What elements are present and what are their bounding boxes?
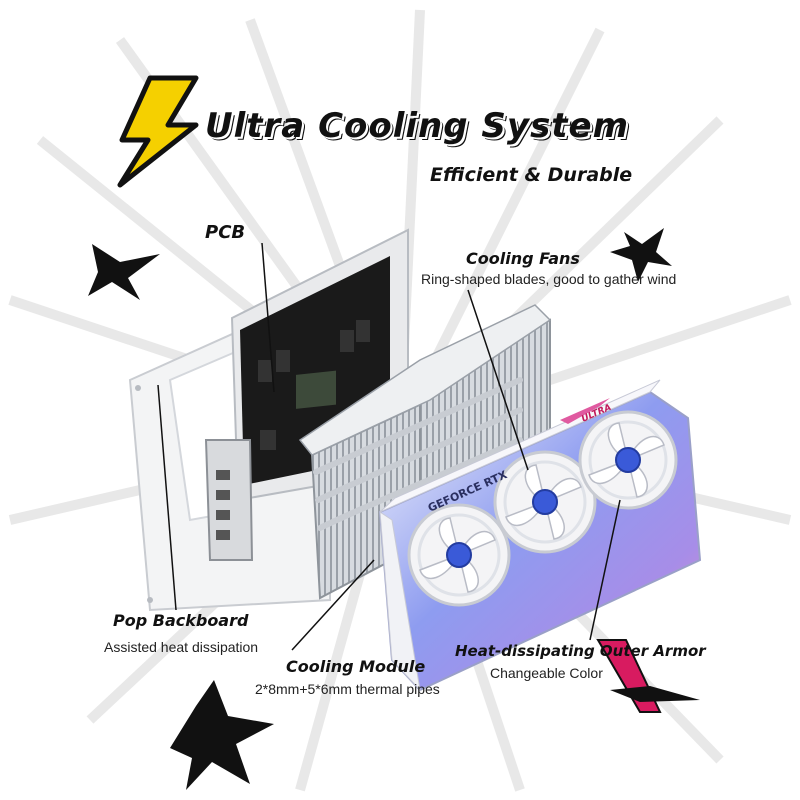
- cooling-fan-1: [407, 503, 511, 607]
- star-burst-right-icon: [610, 228, 672, 282]
- star-burst-left-icon: [88, 244, 160, 300]
- pop-backboard-desc: Assisted heat dissipation: [104, 639, 259, 655]
- pcb-label: PCB: [205, 222, 246, 243]
- lightning-bolt-icon: [117, 75, 199, 188]
- cooling-module-label: Cooling Module: [286, 657, 426, 676]
- page-subtitle: Efficient & Durable: [430, 164, 633, 186]
- cooling-fan-3: [578, 410, 678, 510]
- cooling-module-desc: 2*8mm+5*6mm thermal pipes: [255, 681, 440, 697]
- pink-speed-streak-icon: [596, 639, 700, 713]
- pop-backboard-label: Pop Backboard: [113, 611, 249, 630]
- star-burst-bottom-icon: [170, 680, 274, 790]
- cooling-fan-2: [493, 450, 597, 554]
- outer-armor-desc: Changeable Color: [490, 665, 603, 681]
- callout-leader-lines: [157, 242, 621, 651]
- cooling-fans-desc: Ring-shaped blades, good to gather wind: [421, 271, 677, 287]
- outer-armor-label: Heat-dissipating Outer Armor: [455, 642, 706, 660]
- cooling-fans-label: Cooling Fans: [466, 249, 580, 268]
- page-title: Ultra Cooling System: [205, 106, 630, 146]
